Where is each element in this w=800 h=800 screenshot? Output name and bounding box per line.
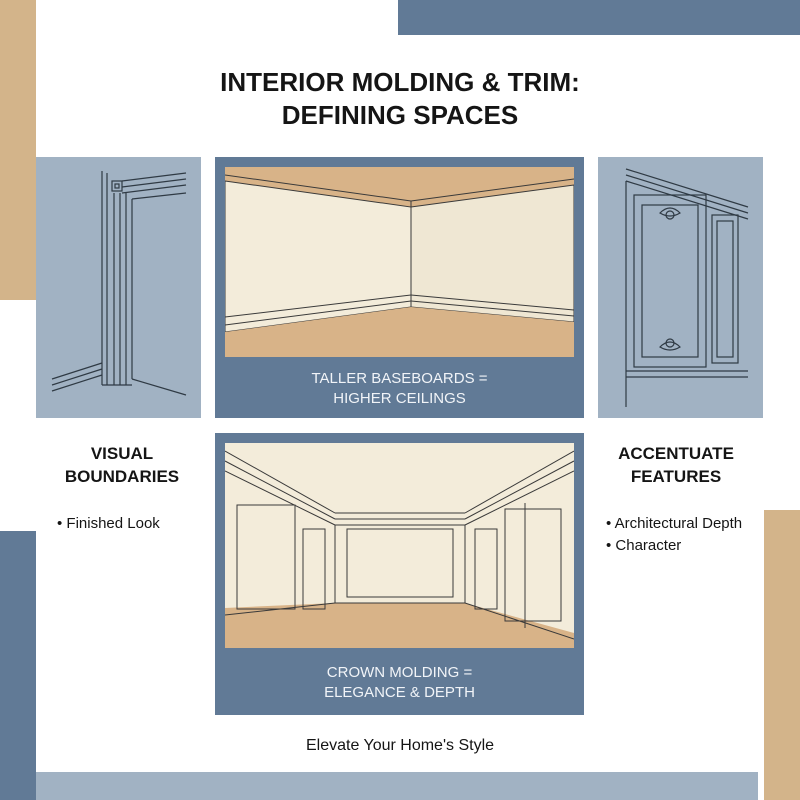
decor-block-tan-top-left — [0, 0, 36, 300]
decor-block-blue-top-right — [398, 0, 800, 35]
crown-molding-caption-line-1: CROWN MOLDING = — [326, 664, 473, 681]
left-bullet-list: • Finished Look — [57, 513, 160, 535]
right-bullet-list: • Architectural Depth • Character — [606, 513, 742, 557]
crown-molding-room-drawing — [225, 443, 574, 648]
visual-boundaries-heading-line-2: BOUNDARIES — [64, 467, 180, 486]
left-bullet-item: • Finished Look — [57, 515, 160, 532]
title-line-1: INTERIOR MOLDING & TRIM: — [220, 67, 580, 97]
baseboard-room-drawing — [225, 167, 574, 357]
baseboard-caption-line-1: TALLER BASEBOARDS = — [311, 370, 488, 387]
accentuate-features-heading-line-1: ACCENTUATE — [618, 444, 734, 463]
accentuate-features-heading-line-2: FEATURES — [630, 467, 722, 486]
baseboard-caption-line-2: HIGHER CEILINGS — [333, 390, 466, 407]
baseboard-caption: TALLER BASEBOARDS = HIGHER CEILINGS — [215, 369, 584, 409]
crown-molding-room-illustration: CROWN MOLDING = ELEGANCE & DEPTH — [215, 433, 584, 715]
wainscot-panel-illustration — [598, 157, 763, 418]
title-line-2: DEFINING SPACES — [281, 100, 519, 130]
door-casing-drawing — [51, 171, 187, 396]
wainscot-panel-drawing — [625, 168, 749, 407]
right-bullet-item: • Architectural Depth — [606, 515, 743, 532]
right-bullet-item: • Character — [606, 537, 682, 554]
page-title: INTERIOR MOLDING & TRIM: DEFINING SPACES — [0, 66, 800, 132]
visual-boundaries-heading: VISUAL BOUNDARIES — [42, 442, 202, 488]
door-casing-illustration — [36, 157, 201, 418]
accentuate-features-heading: ACCENTUATE FEATURES — [596, 442, 756, 488]
baseboard-room-illustration: TALLER BASEBOARDS = HIGHER CEILINGS — [215, 157, 584, 418]
decor-block-light-bottom — [36, 772, 758, 800]
footer-tagline: Elevate Your Home's Style — [305, 737, 495, 754]
crown-molding-caption: CROWN MOLDING = ELEGANCE & DEPTH — [215, 663, 584, 703]
decor-block-blue-bottom-left — [0, 531, 36, 800]
visual-boundaries-heading-line-1: VISUAL — [90, 444, 154, 463]
crown-molding-caption-line-2: ELEGANCE & DEPTH — [324, 684, 475, 701]
decor-block-tan-bottom-right — [764, 510, 800, 800]
